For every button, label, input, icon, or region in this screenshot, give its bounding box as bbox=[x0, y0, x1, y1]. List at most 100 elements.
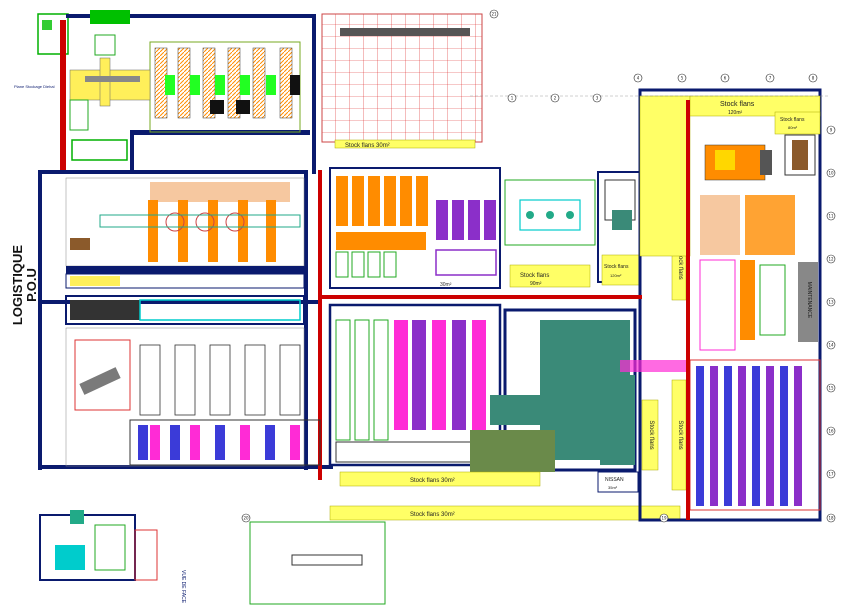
title-line-1: LOGISTIQUE bbox=[10, 245, 25, 326]
grid-marker bbox=[592, 93, 602, 103]
stock-top-right-area: 120m² bbox=[728, 110, 743, 116]
bottom-stock-strips: Stock flans 30m² Stock flans 30m² NISSAN… bbox=[329, 471, 681, 521]
nissan-label: NISSAN bbox=[605, 477, 624, 483]
area-small: 30m² bbox=[440, 282, 452, 288]
green-equipment bbox=[71, 139, 128, 161]
stock-bottom-1: Stock flans 30m² bbox=[410, 478, 455, 484]
wall-top bbox=[66, 14, 316, 18]
title-line-2: P.O.U bbox=[24, 268, 39, 302]
corridor-yellow bbox=[70, 276, 120, 286]
top-middle-racks: Stock flans 30m² bbox=[321, 13, 483, 149]
wall-v-mid bbox=[304, 170, 308, 470]
vertical-stock-strips: Stock flans Stock flans Stock flans bbox=[641, 229, 687, 491]
grid-markers bbox=[241, 9, 836, 523]
grid-marker-label: 19 bbox=[661, 516, 667, 521]
green-room bbox=[37, 13, 69, 55]
left-note: Plane Stockage Diehal bbox=[14, 84, 55, 89]
top-left-conveyor: Plane Stockage Diehal bbox=[14, 34, 151, 131]
grid-marker bbox=[826, 297, 836, 307]
stock-top-right-small: Stock flans bbox=[780, 117, 805, 123]
grid-marker bbox=[720, 73, 730, 83]
left-wall-upper bbox=[60, 20, 66, 170]
grid-marker bbox=[826, 125, 836, 135]
stock-top-right-small-area: 80m² bbox=[788, 125, 798, 130]
grid-marker-label: 5 bbox=[681, 76, 684, 81]
stock-vertical-1: Stock flans bbox=[648, 420, 654, 449]
right-building: Stock flans 120m² Stock flans 80m² MAINT… bbox=[620, 88, 822, 522]
grid-marker-label: 1 bbox=[511, 96, 514, 101]
bottom-left-annex: VUE DE FACE bbox=[39, 510, 186, 604]
grid-marker-label: 2 bbox=[554, 96, 557, 101]
nissan-area: 35m² bbox=[608, 485, 618, 490]
corridor bbox=[65, 273, 305, 289]
grid-marker bbox=[826, 383, 836, 393]
stock-vertical-2: Stock flans bbox=[677, 250, 683, 279]
wall-h-1 bbox=[38, 170, 308, 174]
grid-marker-label: 14 bbox=[828, 343, 834, 348]
grid-marker bbox=[826, 469, 836, 479]
grid-marker bbox=[677, 73, 687, 83]
grid-marker bbox=[826, 168, 836, 178]
stock-center-right: Stock flans bbox=[604, 264, 629, 270]
red-wall-right bbox=[686, 100, 690, 520]
teal-building bbox=[470, 308, 637, 472]
grid-marker-label: 17 bbox=[828, 472, 834, 477]
grid-marker bbox=[659, 513, 669, 523]
wall-top-right bbox=[312, 14, 316, 174]
cyan-band-block bbox=[70, 300, 140, 320]
bottom-room-bench bbox=[291, 554, 363, 566]
wall-v-left bbox=[38, 170, 42, 470]
right-center-cell: Stock flans 120m² bbox=[597, 171, 641, 286]
grid-marker bbox=[826, 254, 836, 264]
green-panel bbox=[90, 10, 130, 24]
stock-upper-mid: Stock flans 30m² bbox=[345, 143, 390, 149]
maintenance-label: MAINTENANCE bbox=[806, 282, 812, 319]
grid-marker-label: 7 bbox=[769, 76, 772, 81]
grid-marker-label: 18 bbox=[828, 516, 834, 521]
grid-marker-label: 21 bbox=[491, 12, 497, 17]
grid-marker bbox=[826, 211, 836, 221]
grid-marker-label: 6 bbox=[724, 76, 727, 81]
center-racks: 30m² bbox=[329, 167, 501, 289]
grid-marker bbox=[507, 93, 517, 103]
grid-marker bbox=[826, 513, 836, 523]
wall-top-inner-v bbox=[130, 135, 134, 170]
green-block bbox=[42, 20, 52, 30]
grid-marker-label: 8 bbox=[812, 76, 815, 81]
stock-top-right: Stock flans bbox=[720, 101, 755, 108]
left-building: Plane Stockage Diehal bbox=[10, 10, 386, 605]
cyan-band-outline bbox=[139, 299, 301, 321]
grid-marker-label: 13 bbox=[828, 300, 834, 305]
grid-marker bbox=[826, 340, 836, 350]
stock-vertical-3: Stock flans bbox=[677, 420, 683, 449]
lower-center-racks bbox=[328, 303, 502, 467]
stock-center-right-area: 120m² bbox=[610, 273, 622, 278]
grid-marker bbox=[826, 426, 836, 436]
grid-marker bbox=[633, 73, 643, 83]
grid-marker-label: 9 bbox=[830, 128, 833, 133]
bottom-note: VUE DE FACE bbox=[180, 570, 186, 604]
grid-marker-label: 3 bbox=[596, 96, 599, 101]
grid-marker-label: 20 bbox=[243, 516, 249, 521]
orange-press-line bbox=[65, 177, 305, 267]
stock-center: Stock flans bbox=[520, 273, 549, 279]
grid-marker-label: 15 bbox=[828, 386, 834, 391]
wall-v-red bbox=[318, 170, 322, 480]
grid-marker bbox=[765, 73, 775, 83]
stock-center-area: 90m² bbox=[530, 281, 542, 287]
middle-machine-cell: Stock flans 90m² bbox=[504, 179, 596, 288]
grid-marker bbox=[808, 73, 818, 83]
wall-h-2 bbox=[38, 300, 318, 304]
grid-marker bbox=[241, 513, 251, 523]
corridor-wall bbox=[66, 266, 304, 274]
grid-marker bbox=[489, 9, 499, 19]
red-wall-mid bbox=[322, 295, 642, 299]
lower-assembly bbox=[65, 327, 321, 467]
bottom-room bbox=[249, 521, 386, 605]
wall-h-3 bbox=[38, 465, 333, 469]
grid-marker-label: 10 bbox=[828, 171, 834, 176]
grid-marker-label: 16 bbox=[828, 429, 834, 434]
grid-marker-label: 4 bbox=[637, 76, 640, 81]
top-machine-row bbox=[149, 41, 301, 133]
